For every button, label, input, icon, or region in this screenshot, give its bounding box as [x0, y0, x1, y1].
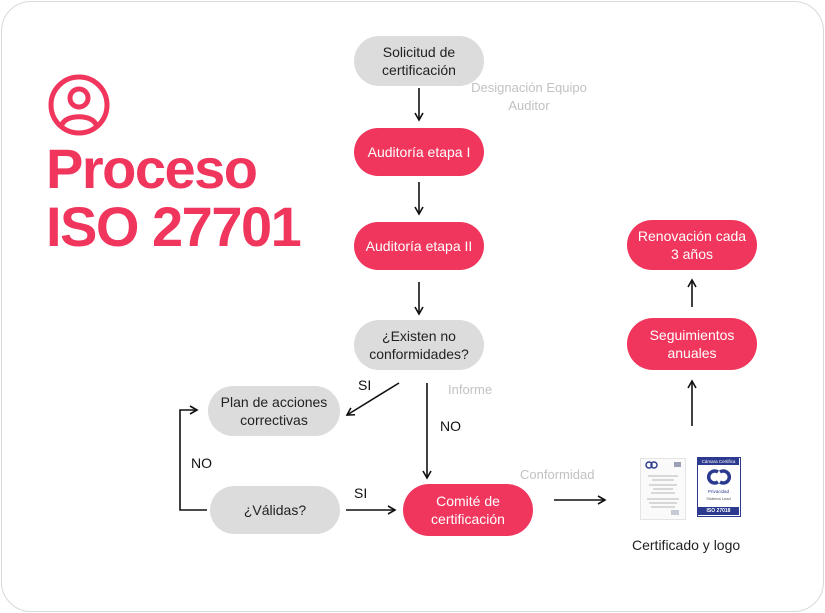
- node-renovacion: Renovación cada 3 años: [627, 220, 757, 270]
- node-existen-no-conformidades: ¿Existen no conformidades?: [354, 320, 484, 370]
- label-no-validas: NO: [191, 455, 212, 471]
- certificate-document: [640, 458, 686, 520]
- arrow-existen-plan: [345, 382, 400, 416]
- logo-bottom-text: ISO 27018: [698, 507, 739, 515]
- node-validas: ¿Válidas?: [210, 486, 340, 534]
- page-title-line2: ISO 27701: [46, 195, 302, 258]
- page-title-line1: Proceso: [46, 137, 258, 200]
- node-seguimientos-anuales: Seguimientos anuales: [627, 318, 757, 370]
- node-comite-certificacion: Comité de certificación: [403, 484, 533, 536]
- logo-sub-text: Sistema Lead: [706, 496, 731, 501]
- camara-certifica-logo-icon: [707, 469, 731, 485]
- node-solicitud: Solicitud de certificación: [354, 36, 484, 86]
- label-si-validas: SI: [354, 485, 368, 501]
- certification-logo: Cámara Certifica Privacidad Sistema Lead…: [697, 457, 741, 517]
- user-circle-icon: [48, 74, 110, 136]
- logo-mid-text: Privacidad: [707, 489, 729, 494]
- label-informe: Informe: [448, 382, 493, 397]
- label-designacion: Designación Equipo Auditor: [471, 80, 587, 113]
- label-no-existen: NO: [440, 418, 461, 434]
- certificate-caption: Certificado y logo: [632, 537, 741, 553]
- node-plan-acciones: Plan de acciones correctivas: [208, 386, 340, 436]
- logo-top-text: Cámara Certifica: [698, 458, 739, 465]
- label-si-existen: SI: [358, 377, 372, 393]
- node-auditoria-etapa-2: Auditoría etapa II: [354, 222, 484, 270]
- node-auditoria-etapa-1: Auditoría etapa I: [354, 128, 484, 176]
- label-conformidad: Conformidad: [520, 467, 595, 482]
- arrow-validas-plan: [179, 405, 207, 511]
